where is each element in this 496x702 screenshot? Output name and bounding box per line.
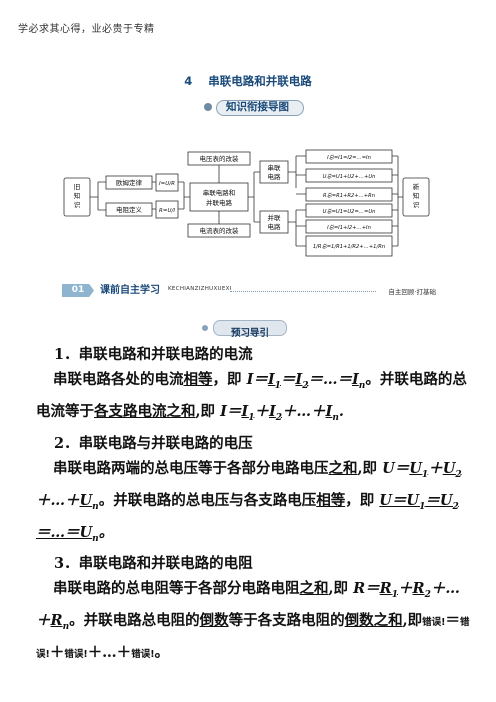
page-motto: 学必求其心得，业必贵于专精 xyxy=(18,24,155,35)
section-badge: 01 xyxy=(62,284,94,297)
series-current-formula: I＝I1＝I2＝…＝In xyxy=(246,371,366,391)
preview-guide-label: 预习导引 xyxy=(202,320,287,339)
map-formula-series-current: I总=I1=I2=…=In xyxy=(327,154,371,161)
map-parallel-line1: 并联 xyxy=(268,213,282,222)
knowledge-map-ribbon: 知识衔接导图 xyxy=(200,98,312,116)
section-pinyin: KECHIANZIZHUXUEXI xyxy=(168,286,232,292)
parallel-current-formula: I＝I1＋I2＋…＋In. xyxy=(220,402,344,423)
svg-text:识: 识 xyxy=(413,201,420,209)
map-series-line2: 电路 xyxy=(268,172,282,181)
paragraph-current: 串联电路各处的电流相等，即 I＝I1＝I2＝…＝In。并联电路的总电流等于各支路… xyxy=(36,371,467,423)
map-resistance-definition: 电阻定义 xyxy=(116,205,143,214)
series-voltage-formula: U＝U1＋U2＋…＋Un xyxy=(36,459,462,512)
paragraph-resistance: 串联电路的总电阻等于各部分电路电阻之和,即 R＝R1＋R2＋…＋Rn。并联电路总… xyxy=(36,580,470,662)
error-placeholder-3: 错误! xyxy=(64,649,88,661)
svg-text:知: 知 xyxy=(74,191,81,200)
map-ammeter-modification: 电流表的改装 xyxy=(200,226,240,235)
map-voltmeter-modification: 电压表的改装 xyxy=(200,154,240,163)
series-resistance-formula: R＝R1＋R2＋…＋Rn xyxy=(36,580,460,633)
map-parallel-line2: 电路 xyxy=(268,222,282,231)
lesson-title-text: 串联电路和并联电路 xyxy=(208,74,312,88)
paragraph-voltage: 串联电路两端的总电压等于各部分电路电压之和,即 U＝U1＋U2＋…＋Un。并联电… xyxy=(36,459,462,544)
heading-resistance: 3．串联电路和并联电路的电阻 xyxy=(54,555,253,573)
pill-dot-icon xyxy=(202,325,208,331)
svg-text:知: 知 xyxy=(413,191,420,200)
preview-guide-text: 预习导引 xyxy=(230,328,269,339)
knowledge-map-diagram: 旧 知 识 新 知 识 欧姆定律 电阻定义 I=U/R R=U/I 串联电路和 … xyxy=(63,149,430,257)
error-placeholder-1: 错误! xyxy=(422,617,446,629)
heading-current: 1．串联电路和并联电路的电流 xyxy=(54,346,253,363)
map-center-line2: 并联电路 xyxy=(206,198,233,207)
lesson-title: 4 串联电路和并联电路 xyxy=(0,73,496,89)
section-title: 课前自主学习 xyxy=(100,285,160,296)
error-placeholder-2: 错误! xyxy=(36,617,470,661)
map-center-line1: 串联电路和 xyxy=(203,188,236,197)
map-formula-series-voltage: U总=U1+U2+…+Un xyxy=(323,173,376,180)
svg-text:识: 识 xyxy=(74,201,81,209)
error-placeholder-4: 错误! xyxy=(131,649,155,661)
lesson-number: 4 xyxy=(184,74,193,88)
map-resistance-formula: R=U/I xyxy=(159,208,175,214)
knowledge-map-label: 知识衔接导图 xyxy=(226,101,289,113)
map-formula-parallel-resistance: 1/R总=1/R1+1/R2+…+1/Rn xyxy=(313,243,385,250)
ribbon-dot-icon xyxy=(204,103,212,111)
map-formula-parallel-voltage: U总=U1=U2=…=Un xyxy=(323,208,376,215)
section-header: 01 课前自主学习 KECHIANZIZHUXUEXI 自主回顾·打基础 xyxy=(62,284,436,298)
parallel-voltage-formula: U＝U1＝U2＝…＝Un。 xyxy=(36,491,459,544)
knowledge-map: 旧 知 识 新 知 识 欧姆定律 电阻定义 I=U/R R=U/I 串联电路和 … xyxy=(62,132,434,260)
map-series-line1: 串联 xyxy=(268,163,282,172)
heading-voltage: 2．串联电路与并联电路的电压 xyxy=(54,434,253,452)
map-ohm-formula: I=U/R xyxy=(159,181,175,187)
section-divider xyxy=(230,291,376,292)
map-ohm-law: 欧姆定律 xyxy=(116,178,143,187)
content-body: 1．串联电路和并联电路的电流 串联电路各处的电流相等，即 I＝I1＝I2＝…＝I… xyxy=(36,342,472,667)
map-formula-parallel-current: I总=I1+I2+…+In xyxy=(327,224,371,231)
map-old-knowledge-1: 旧 xyxy=(74,183,81,191)
map-new-knowledge-1: 新 xyxy=(413,182,420,191)
section-subtitle: 自主回顾·打基础 xyxy=(388,288,436,296)
map-formula-series-resistance: R总=R1+R2+…+Rn xyxy=(323,192,375,199)
